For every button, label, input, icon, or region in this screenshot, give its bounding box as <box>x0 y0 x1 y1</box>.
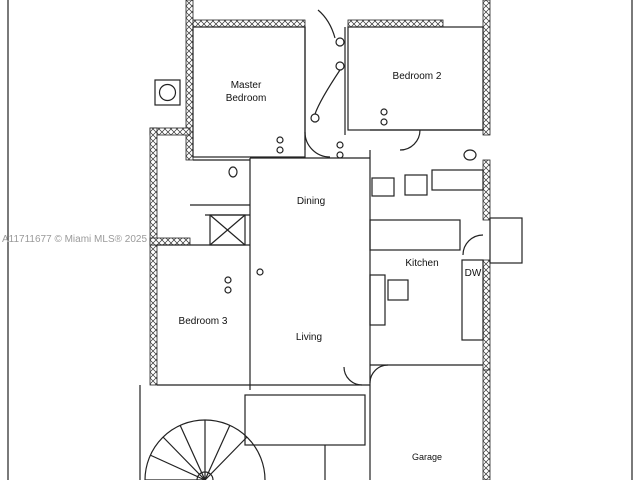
label-dishwasher: DW <box>465 268 482 279</box>
label-master-bedroom-1: Master <box>231 80 262 91</box>
label-master-bedroom-2: Bedroom <box>226 93 267 104</box>
label-bedroom-2: Bedroom 2 <box>393 71 442 82</box>
ac-unit <box>154 79 181 106</box>
spiral-stair <box>144 419 266 480</box>
label-kitchen: Kitchen <box>405 258 438 269</box>
watermark: A11711677 © Miami MLS® 2025 <box>2 234 147 245</box>
room-labels: Master Bedroom Bedroom 2 Dining Kitchen … <box>179 71 482 462</box>
label-dining: Dining <box>297 196 325 207</box>
exterior-walls <box>149 0 491 480</box>
label-garage: Garage <box>412 452 442 462</box>
interior-walls <box>139 9 523 480</box>
label-bedroom-3: Bedroom 3 <box>179 316 228 327</box>
label-living: Living <box>296 332 322 343</box>
